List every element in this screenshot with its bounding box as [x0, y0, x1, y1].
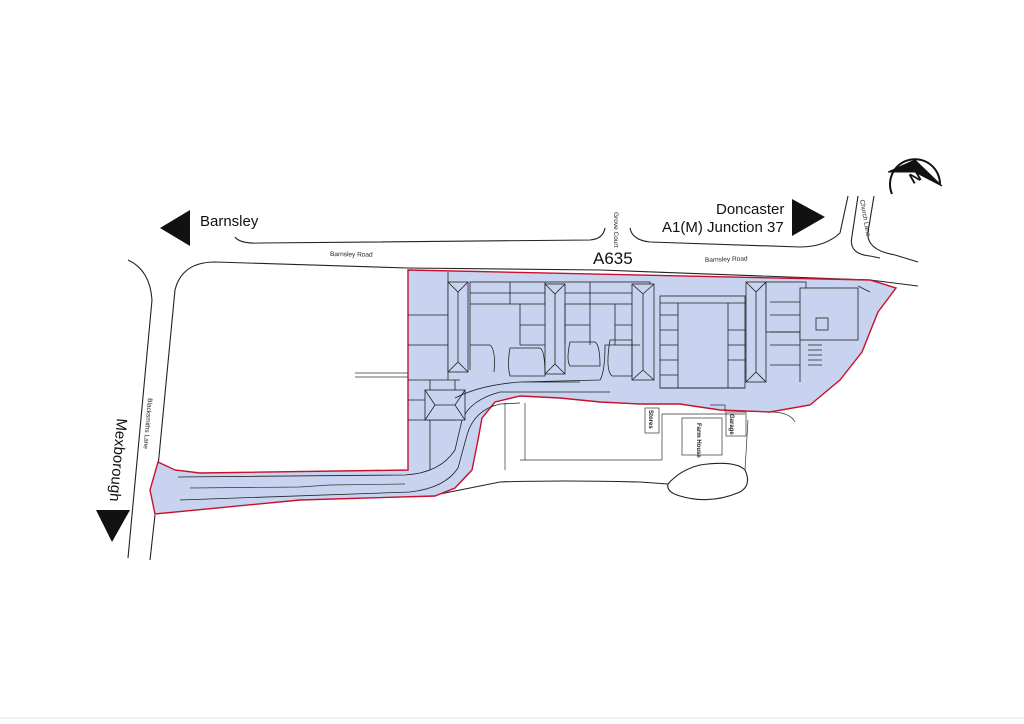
east-edge-line	[857, 285, 871, 293]
block-e1-lines	[660, 302, 745, 389]
house-c2-ridge	[544, 283, 566, 375]
label-barnsley: Barnsley	[200, 213, 259, 230]
label-barnsley-road-right: Barnsley Road	[705, 256, 748, 264]
blacksmiths-lane-west-kerb	[127, 259, 153, 559]
access-road-kerb-north	[177, 391, 610, 478]
internal-layout	[408, 272, 871, 470]
arrow-barnsley-icon	[160, 210, 190, 246]
label-grove-court: Grove Court	[612, 212, 619, 248]
church-lane-east-kerb	[867, 195, 919, 263]
block-e1	[659, 295, 746, 389]
label-barnsley-road-left: Barnsley Road	[330, 251, 373, 259]
label-junction: A1(M) Junction 37	[662, 219, 784, 236]
access-road-centreline	[189, 483, 406, 489]
label-a635: A635	[593, 249, 633, 268]
house-w1-ridge	[447, 281, 469, 373]
label-mexborough: Mexborough	[106, 418, 130, 503]
stores-building	[644, 407, 660, 434]
label-stores: Stores	[647, 410, 653, 429]
compass-north-icon	[889, 158, 941, 195]
roads	[127, 195, 919, 561]
inner-road-curve	[454, 344, 640, 399]
label-church-lane: Church Lane	[858, 199, 871, 237]
label-blacksmiths-lane: Blacksmiths Lane	[142, 398, 153, 450]
compass-needle-icon	[887, 159, 943, 187]
house-c3-ridge	[631, 283, 655, 381]
inner-loop-road	[470, 339, 633, 377]
access-road-kerb-south	[179, 402, 521, 501]
steps-e4	[808, 344, 822, 366]
farm-track-east	[744, 411, 796, 471]
track-west	[355, 372, 408, 378]
block-e3	[765, 281, 807, 333]
block-e4	[799, 287, 859, 341]
arrow-doncaster-icon	[792, 199, 825, 236]
farm-house-outline	[661, 404, 745, 440]
farm-yard-edges	[504, 403, 663, 470]
label-doncaster: Doncaster	[716, 201, 784, 218]
barnsley-road-north-kerb	[234, 227, 606, 244]
farm-access-road	[439, 480, 669, 495]
north-arrow: N	[887, 158, 943, 195]
arrow-mexborough-icon	[96, 510, 130, 542]
label-garage: Garage	[728, 414, 734, 435]
farm-buildings	[644, 404, 747, 456]
barnsley-road-north-kerb-east	[629, 195, 849, 248]
plot-lines-centre	[469, 304, 632, 370]
label-farm-house: Farm House	[695, 423, 701, 458]
blacksmiths-lane-east-kerb	[149, 514, 156, 561]
farm-house-building	[681, 417, 723, 456]
farmyard-loop	[667, 462, 749, 501]
barnsley-road-south-kerb	[154, 261, 919, 499]
church-lane-west-kerb	[850, 195, 881, 259]
kiosk-e4	[815, 317, 829, 331]
garage-building	[725, 411, 747, 437]
house-e2-ridge	[745, 281, 767, 383]
